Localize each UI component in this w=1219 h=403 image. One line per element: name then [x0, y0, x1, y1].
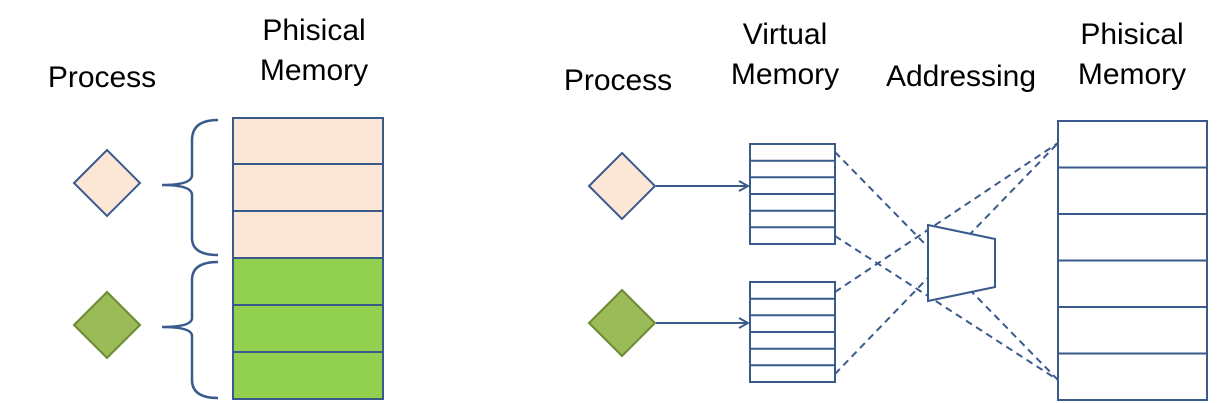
left-diagram [72, 117, 384, 400]
left-physical-memory-stack [232, 117, 384, 400]
right-physical-memory-stack [1057, 120, 1208, 401]
memory-block-green-2 [232, 304, 384, 353]
left-process-label: Process [47, 61, 157, 94]
left-brace-upper [161, 118, 219, 257]
virtual-memory-label-line1: Virtual [742, 18, 828, 51]
addressing-unit-trapezoid [927, 223, 996, 303]
virtual-memory-label-line2: Memory [730, 58, 840, 91]
virtual-memory-table-lower [749, 281, 836, 383]
left-process-diamond-peach [72, 148, 142, 218]
memory-block-green-1 [232, 257, 384, 306]
left-physical-memory-label-line2: Memory [259, 54, 369, 87]
left-brace-lower [161, 260, 219, 400]
mapping-line-lower-top [834, 142, 1059, 293]
left-process-diamond-green [72, 290, 142, 360]
memory-block-peach-1 [232, 117, 384, 165]
left-physical-memory-label-line1: Phisical [262, 14, 366, 47]
virtual-memory-table-upper [749, 143, 836, 245]
memory-block-peach-2 [232, 163, 384, 212]
memory-block-peach-3 [232, 210, 384, 259]
right-process-diamond-peach [587, 151, 657, 221]
right-diagram [587, 120, 1208, 401]
right-process-diamond-green [587, 288, 657, 358]
right-physical-memory-label-line2: Memory [1077, 58, 1187, 91]
mapping-line-upper-bottom [834, 235, 1059, 381]
addressing-label: Addressing [885, 60, 1037, 93]
right-physical-memory-label-line1: Phisical [1080, 18, 1184, 51]
memory-block-green-3 [232, 351, 384, 400]
right-process-label: Process [563, 64, 673, 97]
